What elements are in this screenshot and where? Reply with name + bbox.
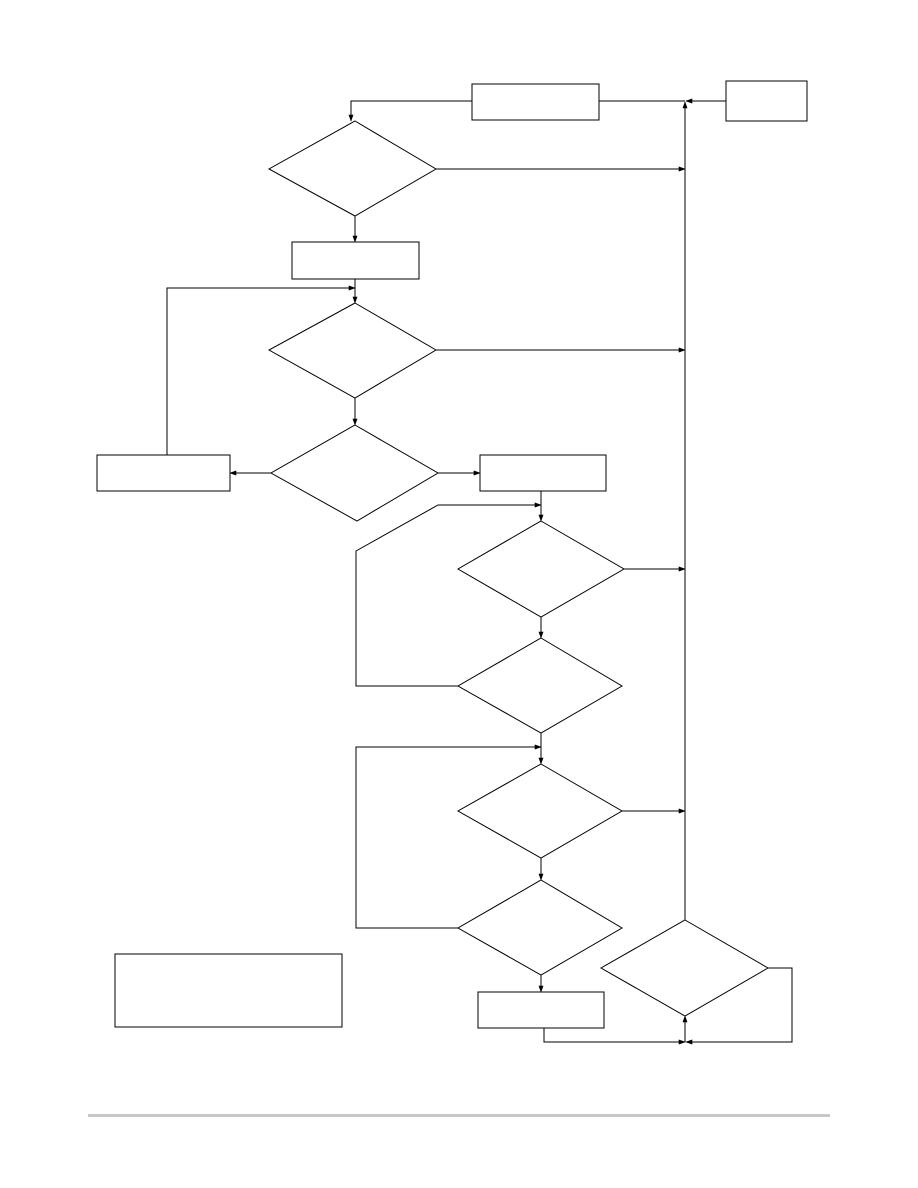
decision-8: [599, 919, 769, 1017]
connector-top-to-decision1: [348, 100, 472, 122]
decision-6: [456, 763, 623, 859]
decision-7: [456, 879, 623, 976]
decision-1: [267, 120, 437, 217]
decision-5: [456, 637, 623, 734]
decision-3: [269, 424, 439, 522]
box-top: [471, 83, 600, 121]
box-bottom: [477, 991, 605, 1029]
decision-2: [267, 302, 437, 399]
connector-leftbox-loop: [166, 285, 356, 455]
connector-d8-loop: [685, 967, 793, 1045]
connector-d5-loop: [355, 502, 542, 687]
box-top-right: [725, 80, 808, 122]
decision-4: [457, 520, 625, 618]
box-right-mid: [479, 454, 607, 492]
box-left: [96, 454, 231, 492]
connector-d7-loop: [355, 744, 542, 929]
connector-bottombox-to-d8: [543, 1028, 686, 1045]
box-2: [291, 241, 420, 280]
footer-divider: [88, 1114, 830, 1117]
box-legend: [114, 953, 343, 1028]
